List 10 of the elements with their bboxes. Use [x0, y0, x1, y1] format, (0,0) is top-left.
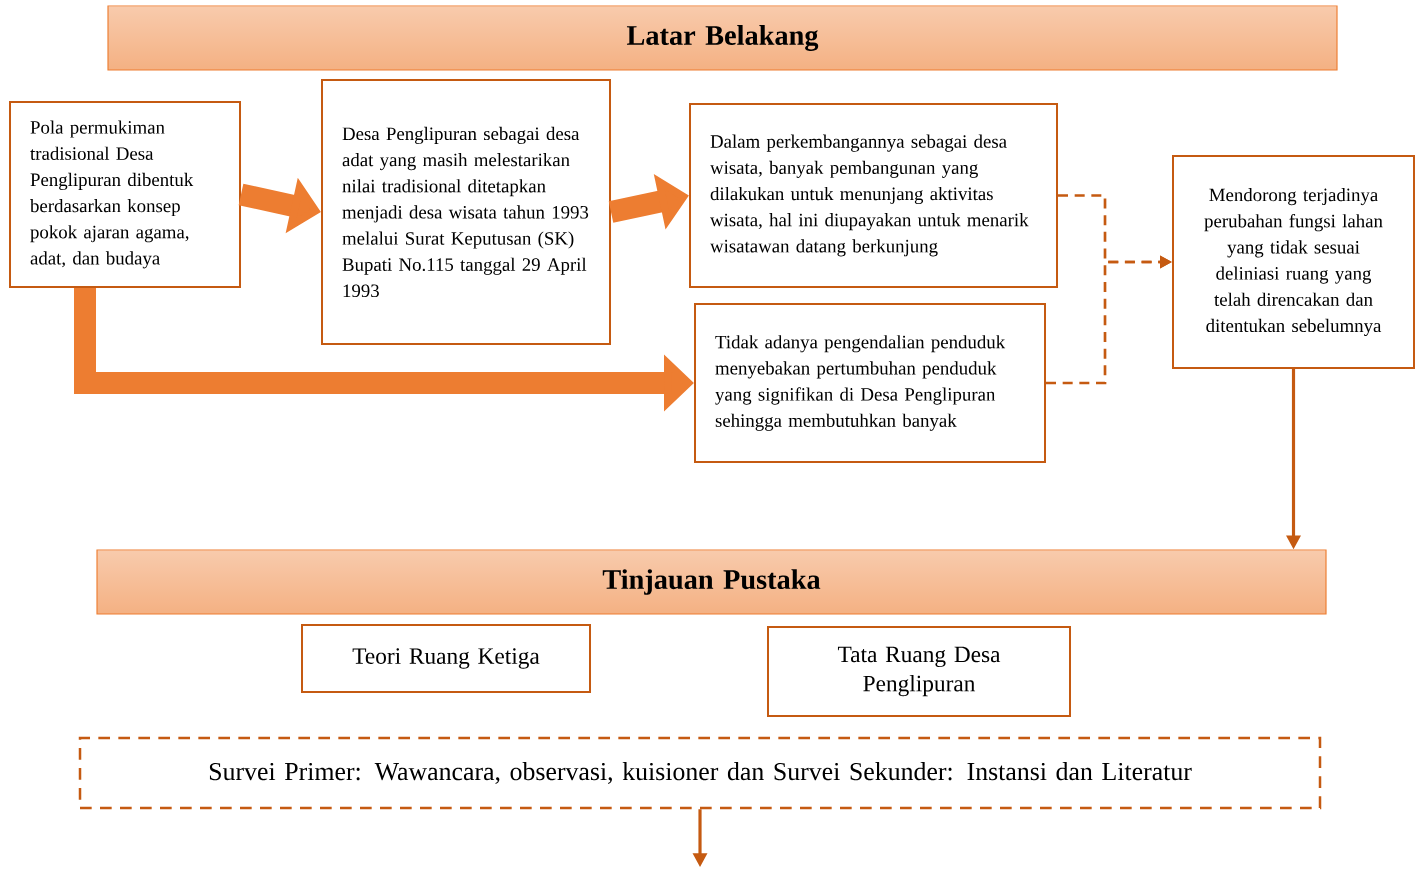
heading-band: Latar Belakang	[107, 5, 1338, 71]
text-box: Mendorong terjadinya perubahan fungsi lahan yang tidak sesuai deliniasi ruang yang telah direncakan dan ditentukan sebelumnya	[1172, 155, 1415, 369]
heading-band: Tinjauan Pustaka	[96, 549, 1327, 615]
text-box: Desa Penglipuran sebagai desa adat yang masih melestarikan nilai tradisional ditetapkan menjadi desa wisata tahun 1993 melalui Surat Keputusan (SK) Bupati No.115 tanggal 29 April 1993	[321, 79, 611, 345]
method-box: Survei Primer: Wawancara, observasi, kuisioner dan Survei Sekunder: Instansi dan Literatur	[78, 736, 1322, 810]
text-box: Tata Ruang Desa Penglipuran	[767, 626, 1071, 717]
text-box: Dalam perkembangannya sebagai desa wisata, banyak pembangunan yang dilakukan untuk menunjang aktivitas wisata, hal ini diupayakan untuk menarik wisatawan datang berkunjung	[689, 103, 1058, 288]
text-box: Teori Ruang Ketiga	[301, 624, 591, 693]
text-box: Pola permukiman tradisional Desa Penglipuran dibentuk berdasarkan konsep pokok ajaran agama, adat, dan budaya	[9, 101, 241, 288]
text-box: Tidak adanya pengendalian penduduk menyebakan pertumbuhan penduduk yang signifikan di Desa Penglipuran sehingga membutuhkan banyak	[694, 303, 1046, 463]
